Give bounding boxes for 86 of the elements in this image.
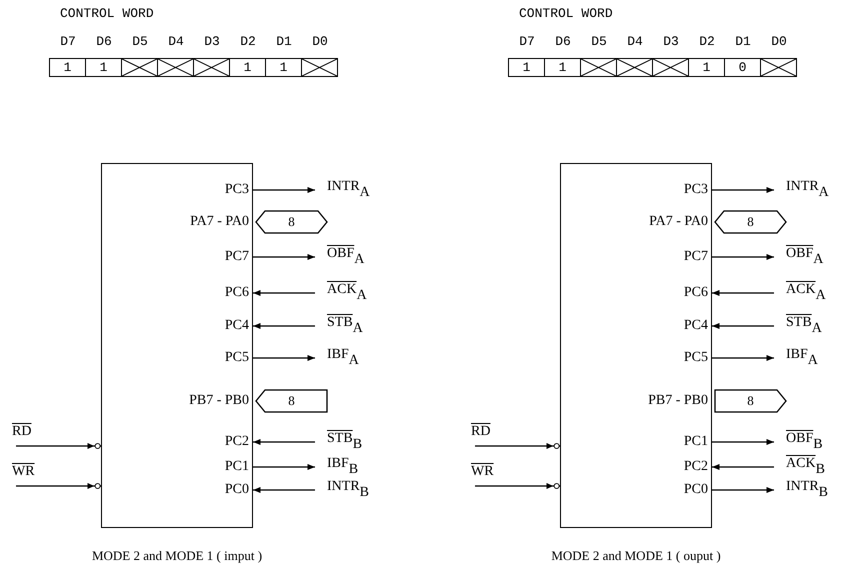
bit-cell: 1 — [265, 58, 302, 77]
crossed-bit-cell — [580, 58, 617, 77]
signal-arrow — [712, 323, 774, 329]
pin-label: PC2 — [684, 456, 711, 476]
pin-label: PC4 — [224, 316, 252, 336]
bit-cell: 1 — [49, 58, 86, 77]
signal-arrow — [712, 254, 774, 260]
signal-arrow — [253, 187, 315, 193]
signal-arrow — [253, 487, 315, 493]
bit-label: D1 — [735, 34, 751, 49]
pin-label: PC7 — [684, 246, 711, 266]
chip-box — [560, 163, 712, 528]
mode-caption: MODE 2 and MODE 1 ( imput ) — [92, 548, 262, 564]
signal-arrow — [712, 464, 774, 470]
crossed-bit-cell — [616, 58, 653, 77]
signal-arrow — [475, 442, 560, 450]
signal-label: RD — [12, 423, 52, 446]
bus-width-arrow: 8 — [255, 389, 328, 413]
bit-label: D0 — [771, 34, 787, 49]
bit-cell: 1 — [85, 58, 122, 77]
mode-caption: MODE 2 and MODE 1 ( ouput ) — [551, 548, 721, 564]
pin-label: PC4 — [684, 316, 711, 336]
chip-box — [101, 163, 253, 528]
pin-label: PC0 — [224, 480, 252, 500]
crossed-bit-cell — [652, 58, 689, 77]
signal-arrow — [712, 487, 774, 493]
signal-label: RD — [471, 423, 511, 446]
bit-cell: 1 — [688, 58, 725, 77]
crossed-bit-cell — [301, 58, 338, 77]
signal-arrow — [253, 439, 315, 445]
pin-label: PC5 — [684, 348, 711, 368]
bit-label: D4 — [627, 34, 643, 49]
pin-label: PC7 — [224, 246, 252, 266]
signal-arrow — [712, 355, 774, 361]
crossed-bit-cell — [157, 58, 194, 77]
bus-width-arrow: 8 — [255, 210, 328, 234]
signal-arrow — [253, 323, 315, 329]
bus-width-arrow: 8 — [714, 389, 787, 413]
signal-arrow — [253, 254, 315, 260]
bit-label: D3 — [204, 34, 220, 49]
pin-label: PC2 — [224, 432, 252, 452]
pin-label: PC1 — [224, 456, 252, 476]
pin-label: PC1 — [684, 432, 711, 452]
signal-arrow — [16, 482, 101, 490]
bit-label: D1 — [276, 34, 292, 49]
pin-label: PB7 - PB0 — [648, 390, 711, 410]
signal-arrow — [712, 290, 774, 296]
bit-cell: 0 — [724, 58, 761, 77]
signal-arrow — [253, 464, 315, 470]
pin-label: PA7 - PA0 — [190, 212, 252, 232]
pin-label: PA7 - PA0 — [649, 212, 711, 232]
bus-width-arrow: 8 — [714, 210, 787, 234]
bit-label: D0 — [312, 34, 328, 49]
pin-label: PC3 — [224, 180, 252, 200]
bit-label: D2 — [699, 34, 715, 49]
bit-label: D4 — [168, 34, 184, 49]
signal-arrow — [253, 290, 315, 296]
signal-arrow — [16, 442, 101, 450]
bit-cell: 1 — [544, 58, 581, 77]
crossed-bit-cell — [121, 58, 158, 77]
signal-arrow — [712, 187, 774, 193]
signal-label: WR — [12, 463, 52, 486]
control-word-title: CONTROL WORD — [519, 6, 613, 21]
control-word-title: CONTROL WORD — [60, 6, 154, 21]
pin-label: PC6 — [684, 282, 711, 302]
pin-label: PC3 — [684, 180, 711, 200]
bit-label: D6 — [96, 34, 112, 49]
pin-label: PC0 — [684, 480, 711, 500]
bit-label: D7 — [519, 34, 535, 49]
bit-cell: 1 — [508, 58, 545, 77]
bit-label: D5 — [591, 34, 607, 49]
signal-arrow — [253, 355, 315, 361]
bit-label: D3 — [663, 34, 679, 49]
bit-label: D7 — [60, 34, 76, 49]
crossed-bit-cell — [193, 58, 230, 77]
pin-label: PB7 - PB0 — [189, 390, 252, 410]
signal-arrow — [475, 482, 560, 490]
signal-arrow — [712, 439, 774, 445]
bit-label: D6 — [555, 34, 571, 49]
crossed-bit-cell — [760, 58, 797, 77]
pin-label: PC5 — [224, 348, 252, 368]
pin-label: PC6 — [224, 282, 252, 302]
bit-label: D5 — [132, 34, 148, 49]
signal-label: WR — [471, 463, 511, 486]
bit-label: D2 — [240, 34, 256, 49]
bit-cell: 1 — [229, 58, 266, 77]
